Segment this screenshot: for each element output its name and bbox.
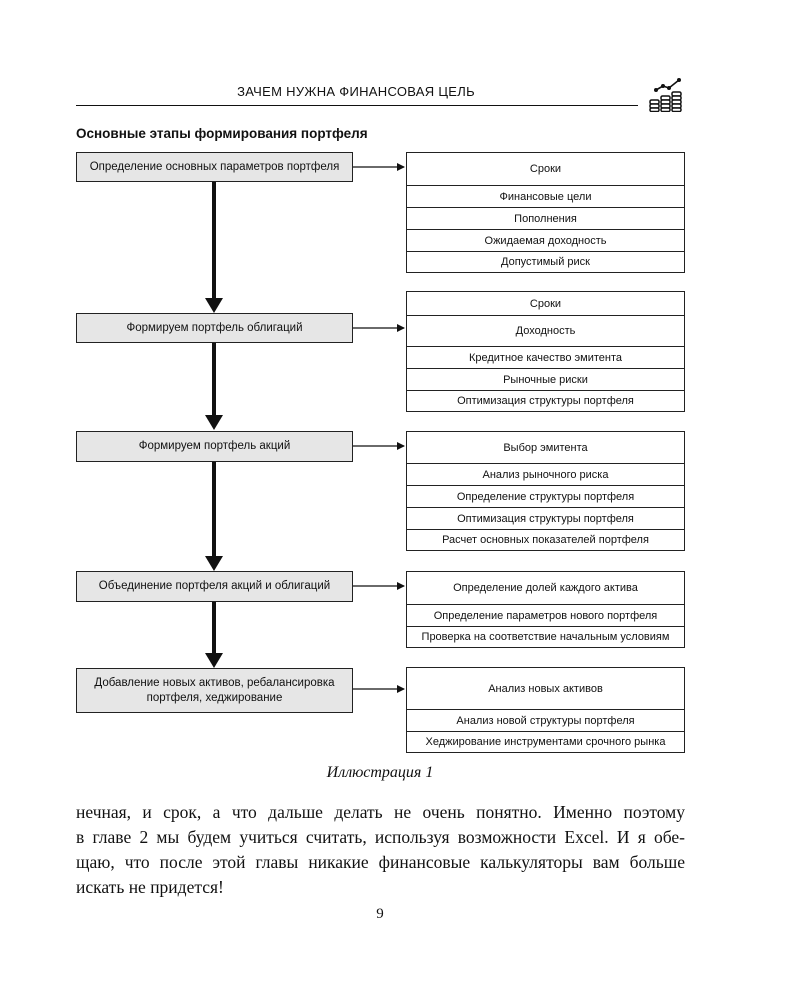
stage-box-stocks: Формируем портфель акций: [76, 431, 353, 462]
detail-item: Проверка на соответствие начальным услов…: [407, 626, 684, 647]
detail-group-stocks: Выбор эмитента Анализ рыночного риска Оп…: [406, 431, 685, 551]
detail-item: Анализ рыночного риска: [407, 463, 684, 485]
horizontal-arrows: [353, 163, 405, 693]
detail-group-rebalance: Анализ новых активов Анализ новой структ…: [406, 667, 685, 753]
detail-item: Кредитное качество эмитента: [407, 346, 684, 368]
detail-item: Рыночные риски: [407, 368, 684, 390]
detail-item: Финансовые цели: [407, 185, 684, 207]
detail-group-parameters: Сроки Финансовые цели Пополнения Ожидаем…: [406, 152, 685, 273]
diagram-title: Основные этапы формирования портфеля: [76, 126, 368, 141]
page-number: 9: [376, 906, 384, 922]
detail-item: Определение структуры портфеля: [407, 485, 684, 507]
vertical-arrows: [205, 182, 223, 668]
detail-group-bonds: Сроки Доходность Кредитное качество эмит…: [406, 291, 685, 412]
detail-item: Выбор эмитента: [503, 441, 588, 454]
stage-box-bonds: Формируем портфель облигаций: [76, 313, 353, 343]
detail-item: Определение долей каждого актива: [453, 582, 638, 594]
detail-item: Сроки: [529, 297, 562, 310]
coins-growth-icon: [649, 78, 682, 112]
detail-item: Сроки: [529, 163, 562, 175]
detail-item: Анализ новых активов: [488, 682, 603, 695]
detail-item: Допустимый риск: [407, 251, 684, 272]
detail-item: Анализ новой структуры портфеля: [407, 709, 684, 731]
detail-item: Оптимизация структуры портфеля: [407, 390, 684, 411]
figure-caption: Иллюстрация 1: [326, 764, 434, 781]
detail-item: Ожидаемая доходность: [407, 229, 684, 251]
body-line: в главе 2 мы будем учиться считать, испо…: [76, 827, 685, 847]
header-rule: [76, 105, 638, 106]
detail-item: Оптимизация структуры портфеля: [407, 507, 684, 529]
detail-item: Расчет основных показателей портфеля: [407, 529, 684, 550]
detail-item: Доходность: [407, 315, 684, 346]
body-line: нечная, и срок, а что дальше делать не о…: [76, 802, 685, 822]
stage-box-parameters: Определение основных параметров портфеля: [76, 152, 353, 182]
stage-box-merge: Объединение портфеля акций и облигаций: [76, 571, 353, 602]
detail-item: Определение параметров нового портфеля: [407, 604, 684, 626]
stage-box-rebalance: Добавление новых активов, ребалансировка…: [76, 668, 353, 713]
running-header-title: ЗАЧЕМ НУЖНА ФИНАНСОВАЯ ЦЕЛЬ: [237, 84, 475, 99]
detail-item: Пополнения: [407, 207, 684, 229]
body-line: искать не придется!: [76, 877, 224, 897]
detail-item: Хеджирование инструментами срочного рынк…: [407, 731, 684, 752]
detail-group-merge: Определение долей каждого актива Определ…: [406, 571, 685, 648]
body-line: щаю, что после этой главы никакие финанс…: [76, 852, 685, 872]
body-paragraph: нечная, и срок, а что дальше делать не о…: [76, 800, 685, 900]
